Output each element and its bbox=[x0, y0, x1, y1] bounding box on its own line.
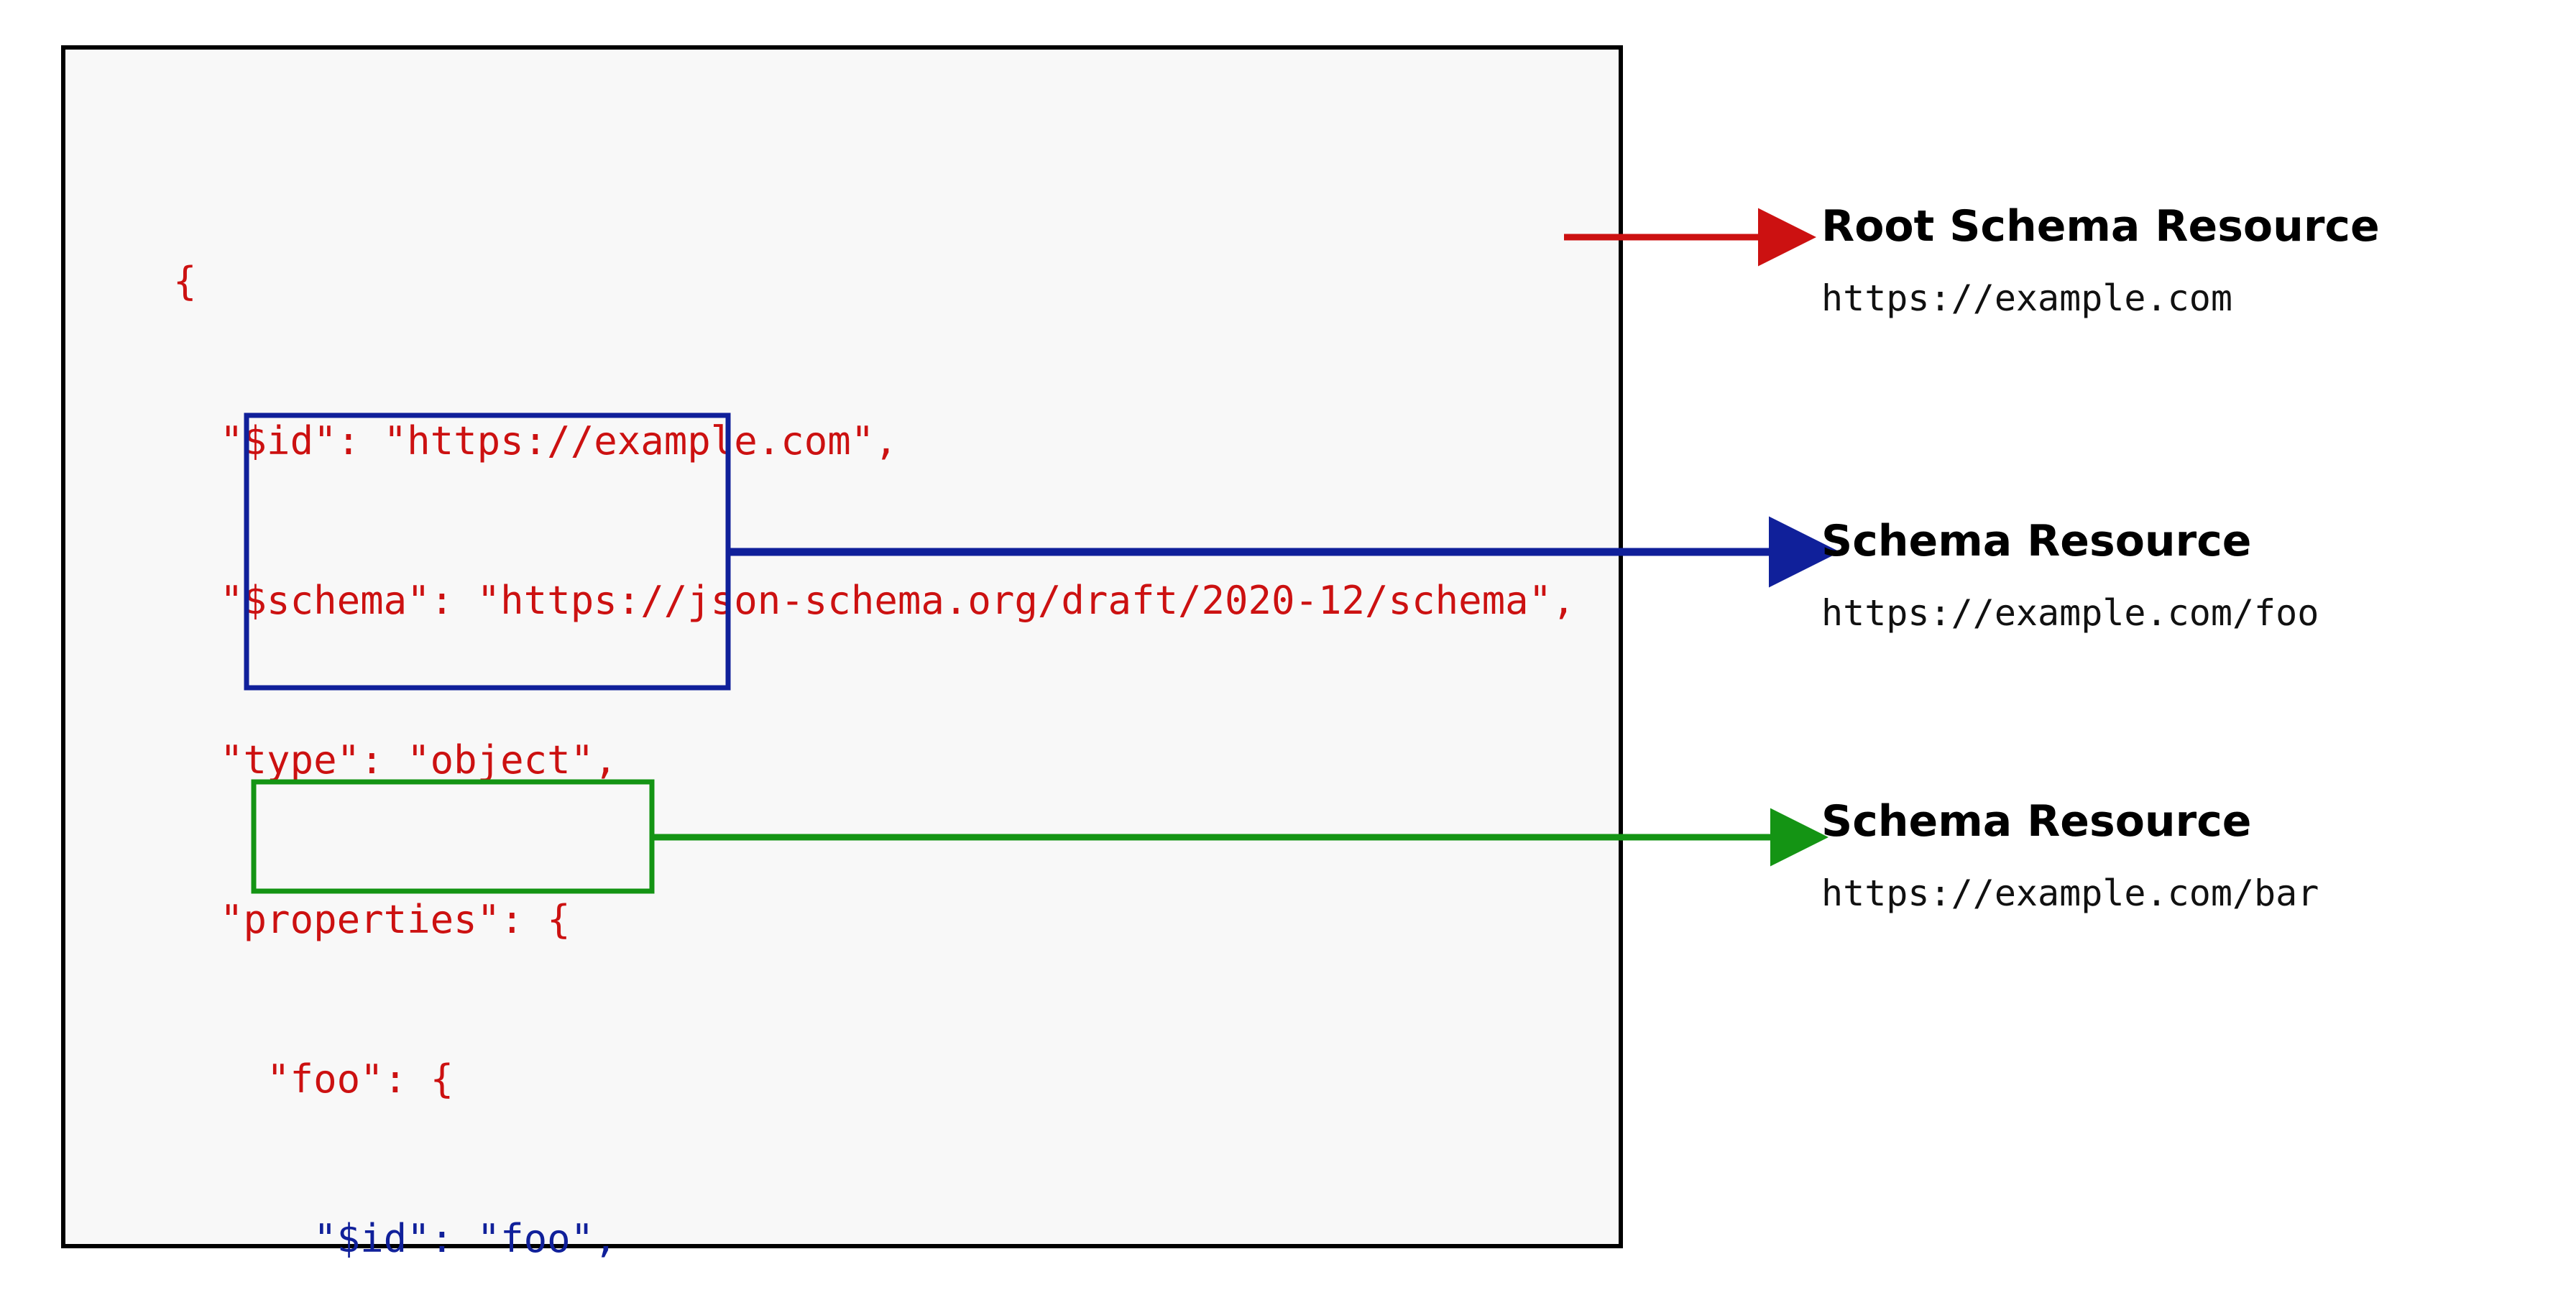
json-code-panel: { "$id": "https://example.com", "$schema… bbox=[61, 45, 1623, 1261]
annotation-foo-schema-url: https://example.com/foo bbox=[1821, 592, 2319, 634]
code-line-1: "$id": "https://example.com", bbox=[220, 418, 898, 464]
json-code-block: { "$id": "https://example.com", "$schema… bbox=[173, 149, 1576, 1295]
annotation-root-schema-url: https://example.com bbox=[1821, 277, 2232, 319]
annotation-root-schema-title: Root Schema Resource bbox=[1821, 201, 2380, 252]
code-line-3: "type": "object", bbox=[220, 737, 617, 783]
annotation-foo-schema-title: Schema Resource bbox=[1821, 516, 2252, 566]
annotation-bar-schema-url: https://example.com/bar bbox=[1821, 872, 2319, 914]
code-line-4: "properties": { bbox=[220, 897, 571, 942]
code-line-2: "$schema": "https://json-schema.org/draf… bbox=[220, 578, 1576, 623]
annotation-bar-schema-title: Schema Resource bbox=[1821, 796, 2252, 847]
code-line-5: "foo": { bbox=[267, 1056, 454, 1102]
code-line-6: "$id": "foo", bbox=[313, 1216, 617, 1261]
code-line-0: { bbox=[173, 259, 197, 304]
annotation-bar-schema: Schema Resource https://example.com/bar bbox=[1821, 799, 2319, 913]
annotation-root-schema: Root Schema Resource https://example.com bbox=[1821, 204, 2380, 318]
annotation-foo-schema: Schema Resource https://example.com/foo bbox=[1821, 519, 2319, 632]
